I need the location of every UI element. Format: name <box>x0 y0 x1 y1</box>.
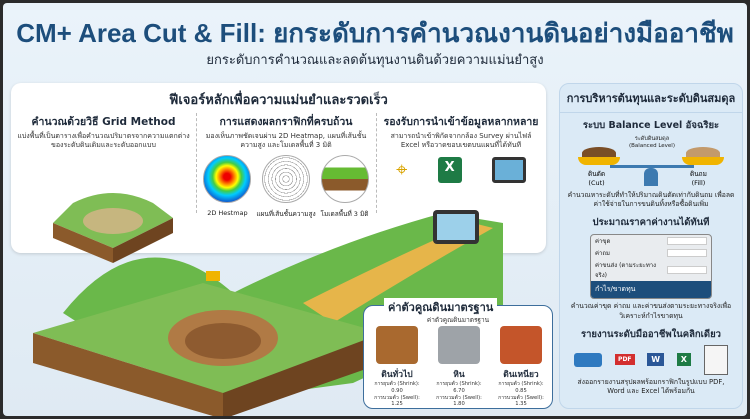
features-title: ฟีเจอร์หลักเพื่อความแม่นยำและรวดเร็ว <box>169 93 388 108</box>
pdf-icon: PDF <box>615 354 635 366</box>
contour-map-icon <box>261 154 310 203</box>
fill-en-label: (Fill) <box>691 179 706 187</box>
infographic: CM+ Area Cut & Fill: ยกระดับการคำนวณงานด… <box>3 3 747 416</box>
calc-row-excavation: ค่าขุด <box>591 235 711 247</box>
report-desc: ส่งออกรายงานสรุปผลพร้อมกราฟิกในรูปแบบ PD… <box>577 377 725 395</box>
material-name: ดินเหนียว <box>503 370 539 380</box>
tablet-map-icon <box>491 156 526 183</box>
fill-label: ดินถม <box>690 170 707 178</box>
fill-input[interactable] <box>667 249 707 258</box>
report-title: รายงานระดับมืออาชีพในคลิกเดียว <box>581 328 721 340</box>
click-button-icon <box>574 352 603 367</box>
excavation-input[interactable] <box>667 237 707 246</box>
soil-factors-card: ค่าตัวคูณดินมาตรฐาน ค่าตัวคูณดินมาตรฐาน … <box>363 298 553 409</box>
report-document-icon <box>703 344 728 375</box>
row-label: ค่าขุด <box>595 238 611 246</box>
panel-title: การบริหารต้นทุนและระดับดินสมดุล <box>560 84 742 113</box>
3d-model-icon <box>320 154 369 203</box>
material-name: หิน <box>453 370 465 380</box>
clay-block-icon <box>500 326 542 364</box>
transport-input[interactable] <box>667 266 707 275</box>
calc-row-fill: ค่าถม <box>591 247 711 259</box>
feature-graphics: การแสดงผลกราฟิกที่ครบถ้วน มองเห็นภาพชัดเ… <box>201 113 371 219</box>
material-general-soil: ดินทั่วไป การยุบตัว (Shrink): 0.90 การบว… <box>368 326 426 408</box>
shrink-value: การยุบตัว (Shrink): 6.70 <box>436 381 482 394</box>
balance-title: ระบบ Balance Level อัจฉริยะ <box>582 120 720 131</box>
word-icon: W <box>647 353 665 367</box>
balanced-level-en: (Balanced Level) <box>629 143 675 149</box>
row-label: ค่าขนส่ง (ตามระยะทางจริง) <box>595 262 657 280</box>
balance-scale-icon: ระดับดินสมดุล(Balanced Level) ดินตัด(Cut… <box>560 133 742 191</box>
row-label: ค่าถม <box>595 250 610 258</box>
swell-value: การบวมตัว (Swell): 1.35 <box>498 394 544 408</box>
visual-label: โมเดลพื้นที่ 3 มิติ <box>320 209 369 218</box>
page-title: CM+ Area Cut & Fill: ยกระดับการคำนวณงานด… <box>16 18 734 48</box>
excel-icon: X <box>676 353 691 367</box>
profit-loss-result: กำไร/ขาดทุน <box>591 281 711 299</box>
feature-grid-method: คำนวณด้วยวิธี Grid Method แบ่งพื้นที่เป็… <box>16 113 191 151</box>
cost-balance-panel: การบริหารต้นทุนและระดับดินสมดุล ระบบ Bal… <box>559 83 743 409</box>
rock-block-icon <box>438 326 480 364</box>
feature-title: การแสดงผลกราฟิกที่ครบถ้วน <box>219 116 353 128</box>
divider <box>196 113 197 213</box>
page-subtitle: ยกระดับการคำนวณและลดต้นทุนงานดินด้วยความ… <box>206 53 544 68</box>
feature-title: รองรับการนำเข้าข้อมูลหลากหลาย <box>383 116 539 128</box>
heatmap-icon <box>203 154 252 203</box>
material-rock: หิน การยุบตัว (Shrink): 6.70 การบวมตัว (… <box>430 326 488 408</box>
balance-desc: คำนวณหาระดับที่ทำให้ปริมาณดินตัดเท่ากับด… <box>567 191 735 209</box>
shrink-value: การยุบตัว (Shrink): 0.90 <box>374 381 420 394</box>
material-name: ดินทั่วไป <box>381 370 413 380</box>
soil-factors-subtitle: ค่าตัวคูณดินมาตรฐาน <box>426 316 490 324</box>
shrink-value: การยุบตัว (Shrink): 0.85 <box>498 381 544 394</box>
feature-desc: สามารถนำเข้าพิกัดจากกล้อง Survey ผ่านไฟล… <box>390 132 532 150</box>
survey-tripod-icon: ⌖ <box>396 156 408 181</box>
landscape-illustration <box>33 193 503 416</box>
estimate-title: ประมาณราคาค่างานได้ทันที <box>592 217 710 229</box>
visual-label: แผนที่เส้นชั้นความสูง <box>256 209 316 218</box>
feature-desc: แบ่งพื้นที่เป็นตารางเพื่อคำนวณปริมาตรจาก… <box>17 132 190 150</box>
cut-label: ดินตัด <box>588 170 606 178</box>
swell-value: การบวมตัว (Swell): 1.80 <box>436 394 482 408</box>
estimate-desc: คำนวณค่าขุด ค่าถม และค่าขนส่งตามระยะทางจ… <box>570 302 732 320</box>
feature-title: คำนวณด้วยวิธี Grid Method <box>31 116 176 128</box>
cut-en-label: (Cut) <box>588 179 605 187</box>
feature-desc: มองเห็นภาพชัดเจนผ่าน 2D Heatmap, แผนที่เ… <box>205 132 367 150</box>
excel-icon: X <box>437 156 462 183</box>
swell-value: การบวมตัว (Swell): 1.25 <box>374 394 420 408</box>
cost-calculator: ค่าขุด ค่าถม ค่าขนส่ง (ตามระยะทางจริง) ก… <box>590 234 712 300</box>
feature-import: รองรับการนำเข้าข้อมูลหลากหลาย สามารถนำเข… <box>381 113 541 183</box>
visual-label: 2D Hestmap <box>207 208 248 217</box>
balanced-level-label: ระดับดินสมดุล <box>634 136 670 142</box>
divider <box>376 113 377 213</box>
material-clay: ดินเหนียว การยุบตัว (Shrink): 0.85 การบว… <box>492 326 550 408</box>
soil-block-icon <box>376 326 418 364</box>
soil-factors-title: ค่าตัวคูณดินมาตรฐาน <box>384 298 498 316</box>
calc-row-transport: ค่าขนส่ง (ตามระยะทางจริง) <box>591 259 711 281</box>
